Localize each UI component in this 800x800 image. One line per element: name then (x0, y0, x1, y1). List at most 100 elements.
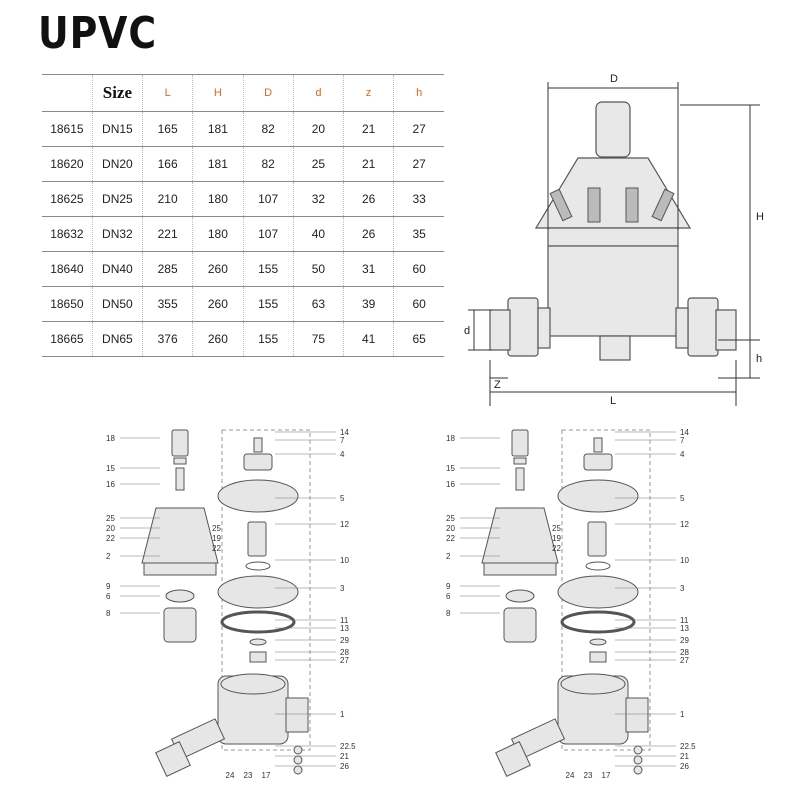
part-4 (243, 453, 273, 471)
part-18 (511, 429, 529, 457)
part-number-label: 26 (340, 762, 349, 771)
part-number-label: 3 (340, 584, 345, 593)
dim-label-z: Z (494, 379, 501, 391)
table-cell: 376 (141, 321, 193, 357)
part-number-label: 28 (680, 648, 689, 657)
table-cell: 181 (192, 111, 243, 147)
page-title: UPVC (38, 8, 157, 59)
part-number-label: 24 (226, 771, 235, 780)
part-number-label: 9 (446, 582, 451, 591)
dim-label-d-inner: d (464, 325, 470, 337)
part-number-label: 22.5 (680, 742, 696, 751)
table-cell: 50 (292, 251, 344, 287)
left-union-nut (507, 297, 539, 357)
part-number-label: 22 (446, 534, 455, 543)
part-number-label: 9 (106, 582, 111, 591)
part-number-label: 23 (244, 771, 253, 780)
table-cell: 60 (393, 251, 444, 287)
table-cell: 21 (342, 111, 394, 147)
part-number-label: 4 (340, 450, 345, 459)
table-cell: 26 (342, 216, 394, 252)
table-cell: 26 (342, 181, 394, 217)
part-number-label: 24 (566, 771, 575, 780)
right-union-nut (687, 297, 719, 357)
part-number-label: 22 (106, 534, 115, 543)
part-number-label: 13 (340, 624, 349, 633)
table-header-code (42, 74, 93, 112)
table-cell: 155 (242, 321, 294, 357)
part-number-label: 27 (680, 656, 689, 665)
part-number-label: 10 (340, 556, 349, 565)
table-cell: 165 (141, 111, 193, 147)
part-number-label: 16 (446, 480, 455, 489)
table-cell: 27 (393, 111, 444, 147)
part-number-label: 10 (680, 556, 689, 565)
valve-body (547, 245, 679, 337)
part-18 (171, 429, 189, 457)
part-12 (587, 521, 607, 557)
part-8 (503, 607, 537, 643)
part-number-label: 17 (602, 771, 611, 780)
table-cell: 63 (292, 286, 344, 322)
right-connector (675, 307, 689, 349)
part-number-label: 26 (680, 762, 689, 771)
part-number-label: 2 (106, 552, 111, 561)
table-cell: DN40 (91, 251, 143, 287)
part-number-label: 8 (106, 609, 111, 618)
table-cell: 18615 (42, 111, 93, 147)
valve-flange (547, 227, 679, 247)
part-number-label: 18 (446, 434, 455, 443)
part-8 (163, 607, 197, 643)
right-socket (715, 309, 737, 351)
part-number-label: 1 (680, 710, 685, 719)
table-cell: 18620 (42, 146, 93, 182)
table-cell: 60 (393, 286, 444, 322)
table-cell: 33 (393, 181, 444, 217)
table-cell: DN15 (91, 111, 143, 147)
part-3 (217, 575, 299, 609)
part-number-label: 7 (340, 436, 345, 445)
table-cell: 40 (292, 216, 344, 252)
table-cell: DN65 (91, 321, 143, 357)
table-cell: 166 (141, 146, 193, 182)
part-number-label: 22 (552, 544, 561, 553)
table-cell: DN50 (91, 286, 143, 322)
left-socket (489, 309, 511, 351)
table-cell: 18625 (42, 181, 93, 217)
table-cell: 41 (342, 321, 394, 357)
table-header-size: Size (91, 74, 143, 112)
part-number-label: 15 (106, 464, 115, 473)
table-cell: 18650 (42, 286, 93, 322)
table-cell: 21 (342, 146, 394, 182)
table-cell: 107 (242, 216, 294, 252)
table-cell: 155 (242, 286, 294, 322)
dim-label-d-outer: D (610, 73, 618, 85)
part-number-label: 29 (340, 636, 349, 645)
part-number-label: 27 (340, 656, 349, 665)
part-number-label: 14 (340, 428, 349, 437)
table-cell: 260 (192, 251, 243, 287)
dim-label-h-center: h (756, 353, 762, 365)
table-cell: 18632 (42, 216, 93, 252)
table-cell: 210 (141, 181, 193, 217)
part-number-label: 3 (680, 584, 685, 593)
table-cell: 180 (192, 181, 243, 217)
part-number-label: 22 (212, 544, 221, 553)
part-number-label: 25 (552, 524, 561, 533)
part-number-label: 21 (680, 752, 689, 761)
table-cell: 180 (192, 216, 243, 252)
table-cell: 82 (242, 146, 294, 182)
part-number-label: 29 (680, 636, 689, 645)
part-number-label: 2 (446, 552, 451, 561)
part-number-label: 25 (106, 514, 115, 523)
part-number-label: 8 (446, 609, 451, 618)
part-number-label: 6 (446, 592, 451, 601)
table-cell: 18640 (42, 251, 93, 287)
table-cell: DN32 (91, 216, 143, 252)
part-number-label: 17 (262, 771, 271, 780)
